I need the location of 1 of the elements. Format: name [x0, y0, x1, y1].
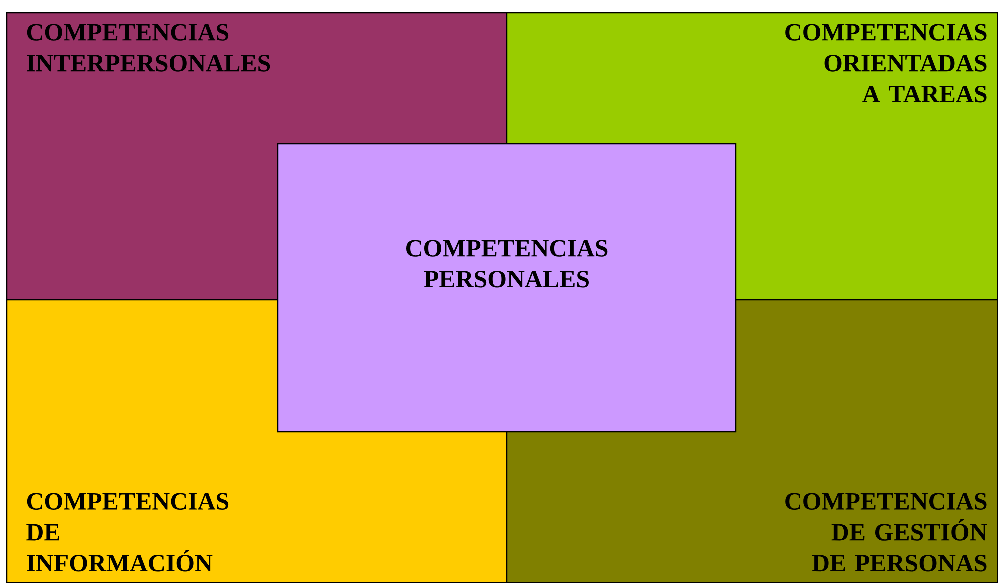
- center-box: COMPETENCIAS PERSONALES: [277, 143, 737, 433]
